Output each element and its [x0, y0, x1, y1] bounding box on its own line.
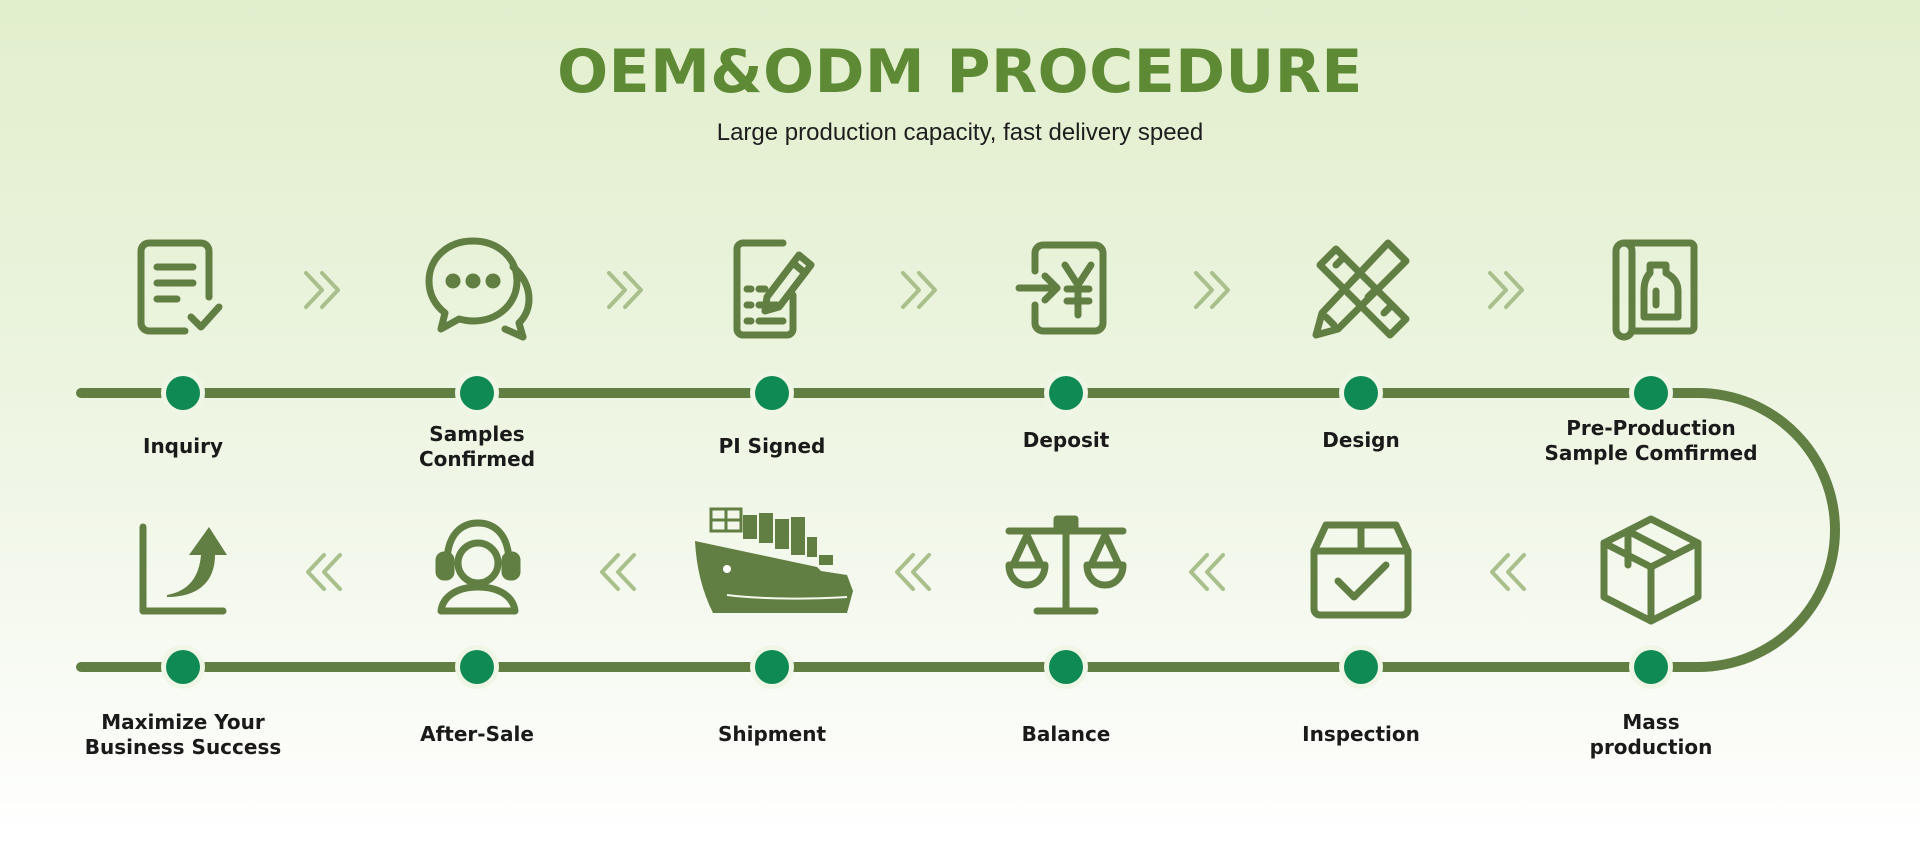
chevron-left-icon — [298, 547, 348, 597]
chevron-right-icon — [895, 265, 945, 315]
step-label-samples-confirmed: Samples Confirmed — [418, 422, 536, 471]
package-box-icon — [1586, 505, 1716, 635]
yen-deposit-icon — [1001, 225, 1131, 355]
growth-arrow-icon — [119, 505, 249, 635]
step-label-pi-signed: PI Signed — [718, 434, 826, 458]
cargo-ship-icon — [687, 505, 857, 635]
chevron-left-icon — [1482, 547, 1532, 597]
chevron-left-icon — [887, 547, 937, 597]
step-node-pre-production-sample — [1634, 376, 1668, 410]
step-node-mass-production — [1634, 650, 1668, 684]
step-node-inspection — [1344, 650, 1378, 684]
headset-support-icon — [413, 505, 543, 635]
chevron-right-icon — [601, 265, 651, 315]
step-label-shipment: Shipment — [717, 722, 827, 746]
step-node-after-sale — [460, 650, 494, 684]
balance-scale-icon — [1001, 505, 1131, 635]
step-node-inquiry — [166, 376, 200, 410]
chevron-right-icon — [1482, 265, 1532, 315]
step-label-balance: Balance — [1021, 722, 1111, 746]
page-subtitle: Large production capacity, fast delivery… — [716, 119, 1204, 146]
step-label-design: Design — [1322, 428, 1400, 452]
step-node-balance — [1049, 650, 1083, 684]
chevron-right-icon — [298, 265, 348, 315]
inquiry-document-icon — [119, 225, 249, 355]
chat-bubbles-icon — [413, 225, 543, 355]
checked-box-icon — [1296, 505, 1426, 635]
step-label-inquiry: Inquiry — [143, 434, 223, 458]
sample-bottle-icon — [1586, 225, 1716, 355]
step-node-samples-confirmed — [460, 376, 494, 410]
bottom-track-line — [76, 662, 1586, 672]
chevron-right-icon — [1188, 265, 1238, 315]
step-node-shipment — [755, 650, 789, 684]
step-node-pi-signed — [755, 376, 789, 410]
step-label-mass-production: Mass production — [1589, 710, 1713, 759]
chevron-left-icon — [592, 547, 642, 597]
step-label-inspection: Inspection — [1302, 722, 1420, 746]
top-track-line — [76, 388, 1586, 398]
pencil-ruler-icon — [1296, 225, 1426, 355]
track-return-curve — [1580, 388, 1840, 672]
step-label-maximize-success: Maximize Your Business Success — [84, 710, 282, 759]
step-label-deposit: Deposit — [1022, 428, 1110, 452]
step-node-maximize-success — [166, 650, 200, 684]
step-label-pre-production-sample: Pre-Production Sample Comfirmed — [1544, 416, 1758, 465]
step-node-design — [1344, 376, 1378, 410]
page-title: OEM&ODM PROCEDURE — [557, 37, 1363, 107]
step-node-deposit — [1049, 376, 1083, 410]
step-label-after-sale: After-Sale — [420, 722, 534, 746]
chevron-left-icon — [1181, 547, 1231, 597]
signed-document-icon — [707, 225, 837, 355]
